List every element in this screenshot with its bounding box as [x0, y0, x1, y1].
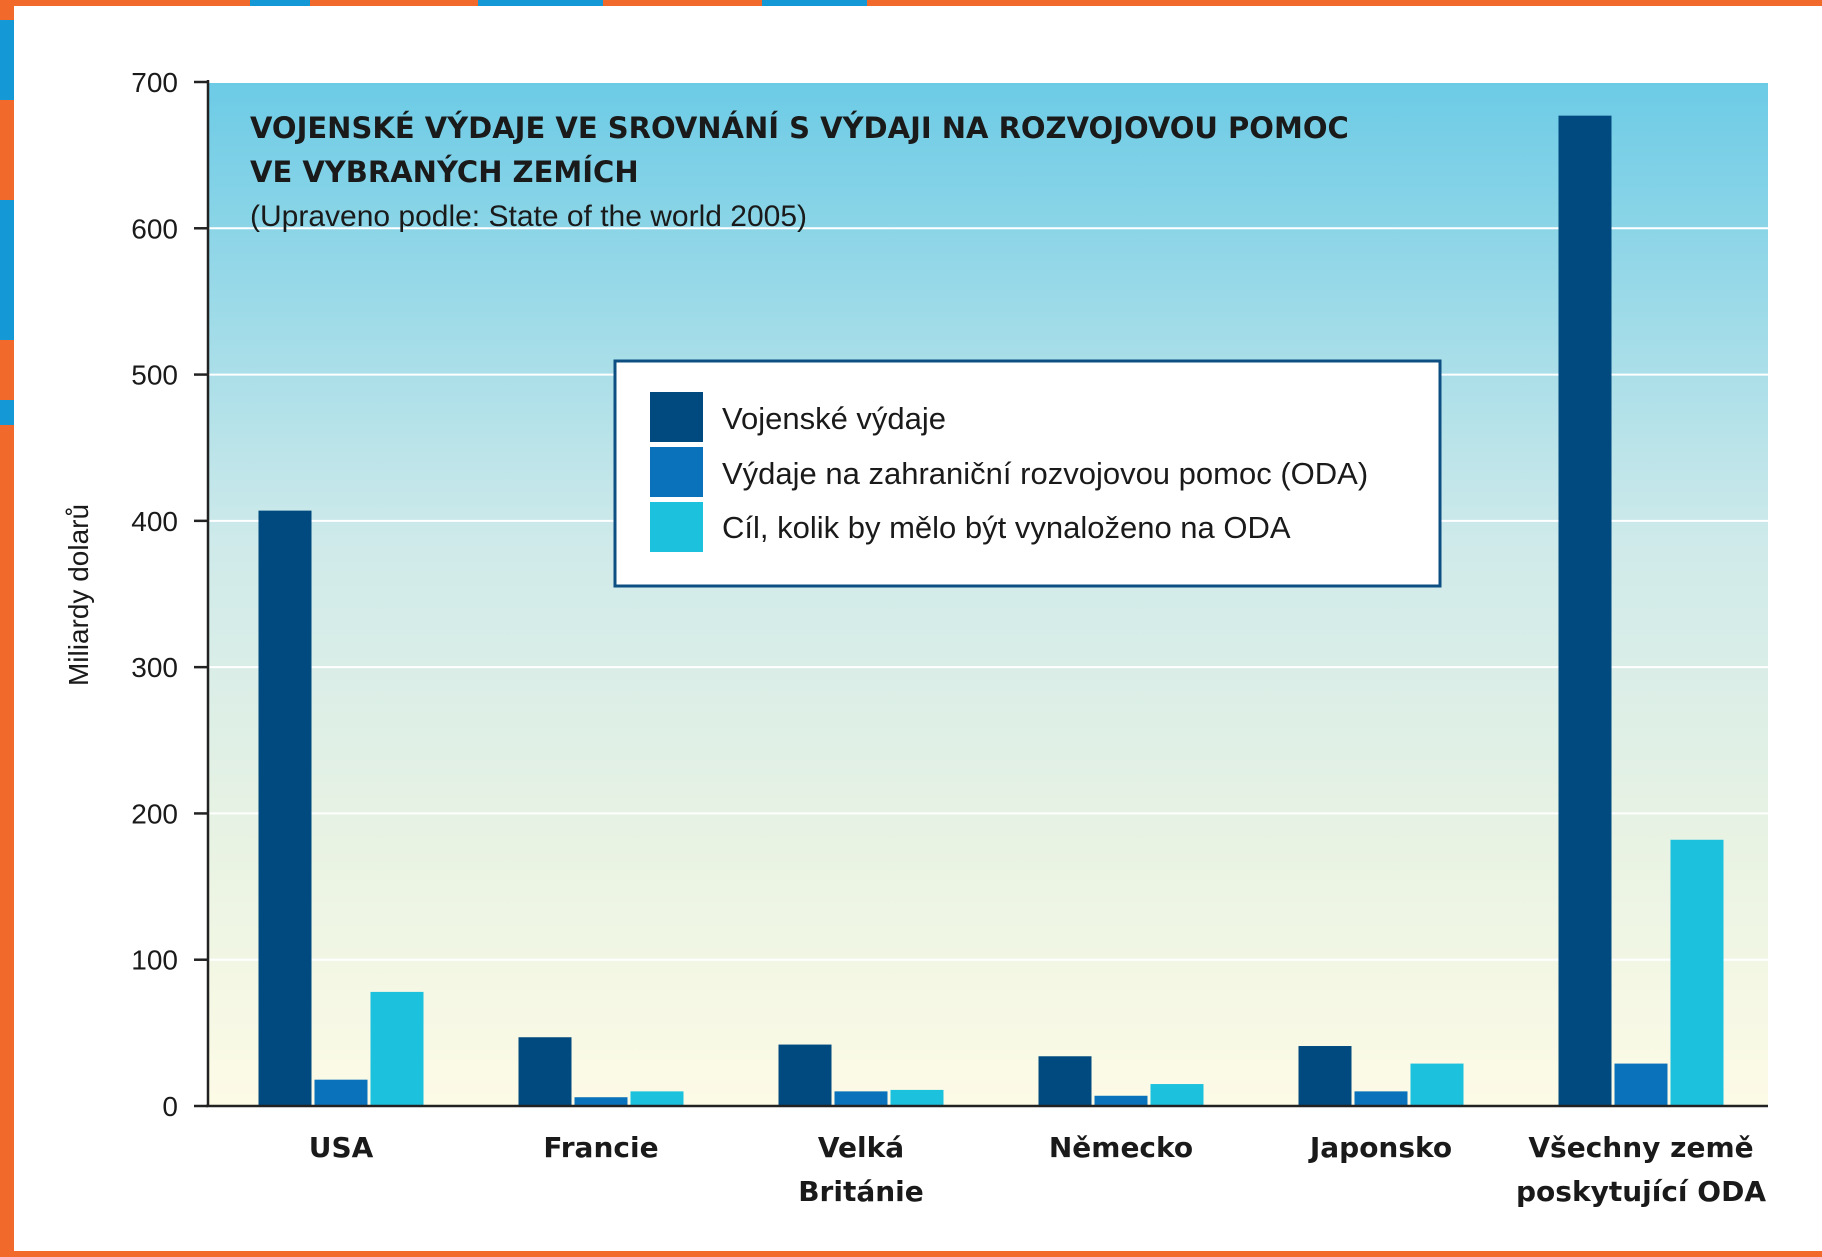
- x-tick-label: USA: [309, 1131, 374, 1164]
- x-tick-label: poskytující ODA: [1516, 1175, 1766, 1208]
- bar: [1558, 115, 1612, 1107]
- bar: [370, 991, 424, 1106]
- bars: [258, 115, 1724, 1107]
- y-axis-title: Miliardy dolarů: [63, 504, 94, 686]
- y-tick-label: 500: [131, 360, 178, 391]
- y-tick-label: 400: [131, 506, 178, 537]
- legend-swatch-oda-target: [650, 502, 703, 552]
- decor-strip: [0, 400, 14, 425]
- legend-swatch-oda: [650, 447, 703, 497]
- bar: [1670, 839, 1724, 1106]
- x-tick-label: Japonsko: [1308, 1131, 1452, 1164]
- y-ticks: 0 100 200 300 400 500 600 700: [131, 67, 208, 1122]
- x-tick-label: Německo: [1049, 1131, 1193, 1164]
- bar: [518, 1037, 572, 1106]
- y-tick-label: 100: [131, 945, 178, 976]
- x-tick-label: Británie: [798, 1175, 924, 1208]
- y-tick-label: 300: [131, 652, 178, 683]
- bar: [834, 1091, 888, 1106]
- legend-label-oda-target: Cíl, kolik by mělo být vynaloženo na ODA: [722, 510, 1291, 545]
- y-tick-label: 600: [131, 213, 178, 244]
- bar: [1298, 1046, 1352, 1106]
- decor-strip: [0, 200, 14, 340]
- bar: [314, 1079, 368, 1106]
- chart-subtitle: (Upraveno podle: State of the world 2005…: [250, 200, 807, 233]
- x-tick-label: Francie: [543, 1131, 658, 1164]
- bar: [1094, 1095, 1148, 1106]
- y-tick-label: 0: [162, 1091, 178, 1122]
- bar: [1410, 1063, 1464, 1106]
- legend: Vojenské výdaje Výdaje na zahraniční roz…: [613, 359, 1442, 588]
- bar: [258, 510, 312, 1106]
- decor-strip: [250, 0, 310, 6]
- x-tick-label: Všechny země: [1528, 1131, 1753, 1164]
- decor-strip: [762, 0, 867, 6]
- plot-background: [208, 82, 1768, 1106]
- bar: [1354, 1091, 1408, 1106]
- decor-strip: [0, 20, 14, 100]
- decor-strip: [478, 0, 603, 6]
- chart-title-line-1: VOJENSKÉ VÝDAJE VE SROVNÁNÍ S VÝDAJI NA …: [250, 111, 1349, 145]
- bar: [1038, 1056, 1092, 1106]
- bar: [1614, 1063, 1668, 1106]
- bar: [630, 1091, 684, 1106]
- x-tick-label: Velká: [818, 1131, 904, 1164]
- legend-label-oda: Výdaje na zahraniční rozvojovou pomoc (O…: [722, 456, 1368, 491]
- chart-title-line-2: VE VYBRANÝCH ZEMÍCH: [250, 155, 639, 189]
- y-tick-label: 700: [131, 67, 178, 98]
- bar: [890, 1089, 944, 1106]
- legend-label-military: Vojenské výdaje: [722, 401, 946, 436]
- bar: [1150, 1084, 1204, 1106]
- legend-box: [613, 359, 1442, 588]
- legend-swatch-military: [650, 392, 703, 442]
- y-tick-label: 200: [131, 798, 178, 829]
- bar: [574, 1097, 628, 1106]
- bar: [778, 1044, 832, 1106]
